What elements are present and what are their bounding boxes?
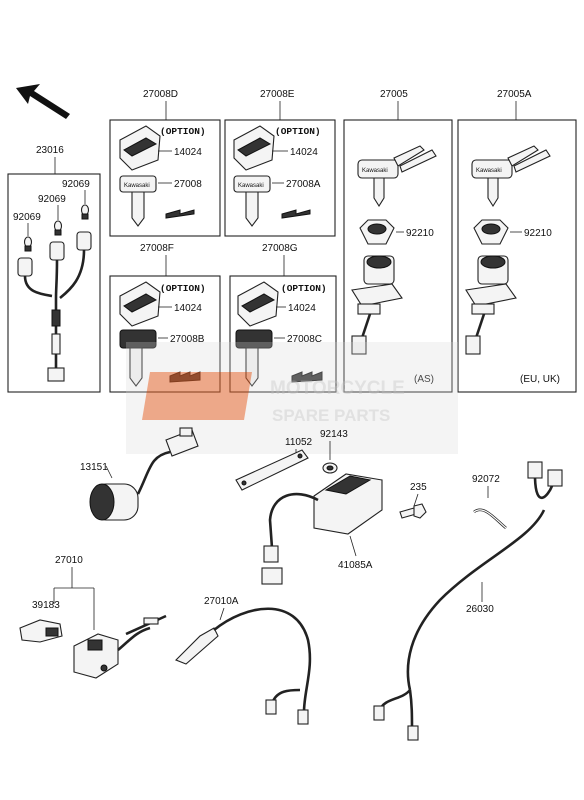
ignition-switch-icon	[351, 255, 403, 355]
key-brand-text: Kawasaki	[476, 168, 502, 174]
group-box-23016	[7, 173, 101, 393]
group-box-27005A	[457, 119, 577, 393]
label-11052: 11052	[285, 437, 313, 448]
bulb-icon	[23, 204, 90, 252]
msp-logo	[142, 372, 252, 420]
key-cap-icon	[119, 281, 161, 327]
label-27008A: 27008A	[286, 179, 321, 190]
harness-27010A	[175, 607, 312, 725]
label-23016: 23016	[36, 145, 64, 156]
control-unit-41085A	[261, 473, 383, 585]
label-41085A: 41085A	[338, 560, 373, 571]
label-14024-c: 14024	[174, 303, 202, 314]
band-clamp-92072	[473, 508, 507, 530]
key-cap-icon	[233, 125, 275, 171]
group-box-27008G	[229, 275, 337, 393]
label-92143: 92143	[320, 429, 348, 440]
label-13151: 13151	[80, 462, 108, 473]
region-label-as: (AS)	[414, 374, 434, 385]
group-box-27008D	[109, 119, 221, 237]
socket-harness-23016	[17, 231, 92, 382]
group-box-27005	[343, 119, 453, 393]
watermark-line1: MOTORCYCLE	[270, 378, 405, 399]
label-27005: 27005	[380, 89, 408, 100]
label-27008C: 27008C	[287, 334, 322, 345]
label-235: 235	[410, 482, 427, 493]
key-blank-icon	[119, 329, 157, 387]
nut-icon	[359, 219, 395, 245]
relay-unit-13151	[89, 427, 199, 521]
label-27008G: 27008G	[262, 243, 298, 254]
washer-92143-icon	[322, 462, 338, 474]
label-26030: 26030	[466, 604, 494, 615]
label-27005A: 27005A	[497, 89, 532, 100]
label-14024-d: 14024	[288, 303, 316, 314]
label-14024-a: 14024	[174, 147, 202, 158]
key-blank-icon: Kawasaki	[119, 175, 157, 227]
region-label-eu-uk: (EU, UK)	[520, 374, 560, 385]
label-27010A: 27010A	[204, 596, 239, 607]
key-cap-icon	[119, 125, 161, 171]
direction-arrow-icon	[16, 84, 70, 119]
key-brand-text: Kawasaki	[124, 183, 150, 189]
label-27008E: 27008E	[260, 89, 295, 100]
clamp-39183-icon	[19, 619, 63, 643]
label-92210-a: 92210	[406, 228, 434, 239]
ignition-key-icon: Kawasaki	[471, 145, 551, 208]
key-brand-text: Kawasaki	[362, 168, 388, 174]
label-27008F: 27008F	[140, 243, 174, 254]
watermark-line2: SPARE PARTS	[272, 406, 390, 425]
label-92069-a: 92069	[62, 179, 90, 190]
harness-26030	[373, 461, 563, 741]
label-27008D: 27008D	[143, 89, 178, 100]
label-92069-b: 92069	[38, 194, 66, 205]
option-text-27008G: (OPTION)	[281, 283, 327, 294]
label-92210-b: 92210	[524, 228, 552, 239]
key-brand-text: Kawasaki	[238, 183, 264, 189]
key-cap-icon	[237, 281, 279, 327]
label-14024-b: 14024	[290, 147, 318, 158]
ignition-key-icon: Kawasaki	[357, 145, 437, 208]
label-39183: 39183	[32, 600, 60, 611]
label-27008B: 27008B	[170, 334, 205, 345]
option-text-27008E: (OPTION)	[275, 126, 321, 137]
nut-icon	[473, 219, 509, 245]
option-text-27008F: (OPTION)	[160, 283, 206, 294]
label-92069-c: 92069	[13, 212, 41, 223]
key-blank-icon: Kawasaki	[233, 175, 271, 227]
ignition-switch-icon	[465, 255, 517, 355]
switch-27010-icon	[73, 614, 167, 679]
bolt-235-icon	[399, 503, 427, 519]
option-text-27008D: (OPTION)	[160, 126, 206, 137]
label-92072: 92072	[472, 474, 500, 485]
label-27008: 27008	[174, 179, 202, 190]
bracket-11052	[235, 449, 309, 491]
label-27010: 27010	[55, 555, 83, 566]
group-box-27008E	[224, 119, 336, 237]
